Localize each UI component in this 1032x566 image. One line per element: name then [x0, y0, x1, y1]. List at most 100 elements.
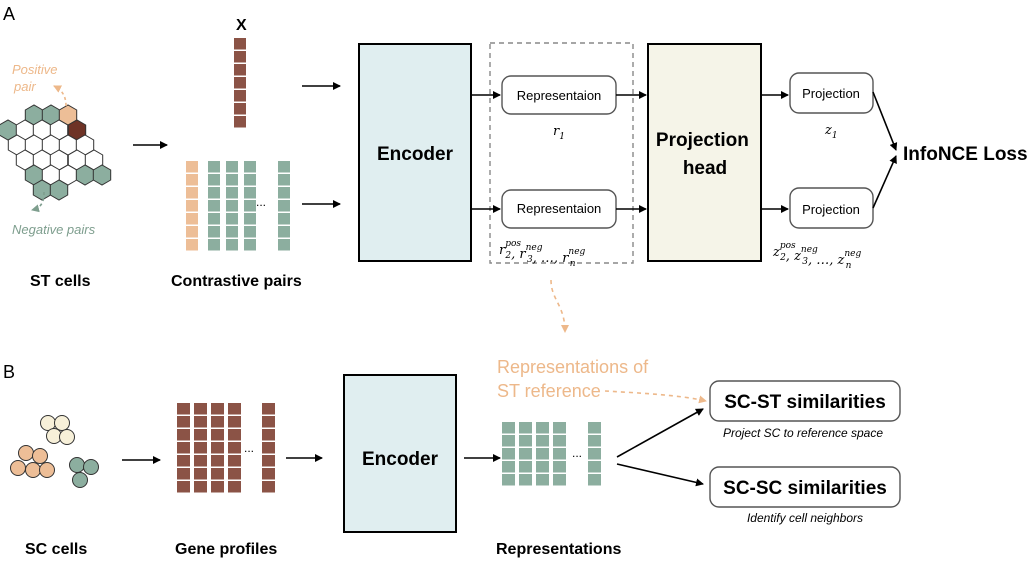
- representation-matrix-cell: [519, 422, 532, 434]
- x-vector-cell: [234, 51, 246, 63]
- pair-matrix-cell: [278, 226, 290, 238]
- pair-matrix-cell: [208, 226, 220, 238]
- st-cell-hexagon: [32, 179, 52, 201]
- representation-matrix-cell: [502, 474, 515, 486]
- formula-subscript: 2: [504, 251, 511, 261]
- x-vector-cell: [234, 77, 246, 89]
- pair-matrix-cell: [208, 213, 220, 225]
- sc-cells-cluster: [10, 415, 99, 488]
- pair-matrix-cell: [244, 226, 256, 238]
- formula-separator: ,: [786, 249, 794, 264]
- pairs-ellipsis: ...: [256, 195, 266, 209]
- representation-box-bottom-label: Representaion: [517, 201, 602, 216]
- representation-matrix-cell: [519, 461, 532, 473]
- gene-matrix-cell: [211, 481, 224, 493]
- gene-matrix-cell: [228, 455, 241, 467]
- gene-matrix-cell: [228, 481, 241, 493]
- formula-superscript: pos: [780, 241, 796, 251]
- representation-matrix-cell: [553, 435, 566, 447]
- arrow-reps-to-sc-sc: [616, 463, 704, 487]
- representation-matrix-cell: [502, 461, 515, 473]
- pair-matrix-cell: [244, 161, 256, 173]
- x-vector-cell: [234, 90, 246, 102]
- formula-subscript: n: [846, 261, 852, 271]
- representation-matrix-cell: [588, 448, 601, 460]
- representation-matrix-cell: [553, 474, 566, 486]
- representation-matrix-cell: [536, 461, 549, 473]
- sc-sc-sublabel: Identify cell neighbors: [747, 511, 863, 525]
- sc-st-label: SC-ST similarities: [724, 392, 886, 413]
- encoder-b-label: Encoder: [362, 449, 439, 470]
- sc-st-box: [709, 380, 901, 422]
- pair-matrix-cell: [226, 226, 238, 238]
- projection-head-box: [647, 43, 762, 262]
- gene-matrix-cell: [211, 403, 224, 415]
- pair-matrix-cell: [186, 161, 198, 173]
- formula-base: r: [519, 247, 526, 262]
- gene-profiles-caption: Gene profiles: [175, 541, 277, 558]
- formula-base: r: [562, 251, 569, 266]
- formula-superscript: neg: [568, 247, 585, 257]
- gene-ellipsis: ...: [244, 441, 254, 455]
- encoder-a-label: Encoder: [377, 144, 454, 165]
- encoder-b-box: [343, 374, 457, 533]
- arrow-proj-top-to-loss: [872, 91, 898, 151]
- st-reference-arrow: [604, 390, 707, 404]
- gene-matrix-cell: [194, 455, 207, 467]
- representation-matrix-cell: [536, 474, 549, 486]
- st-cell-hexagon: [75, 164, 95, 186]
- r1-label: r1: [553, 124, 565, 142]
- pair-matrix-cell: [244, 187, 256, 199]
- contrastive-pairs-matrix: [186, 161, 290, 251]
- gene-matrix-cell: [262, 481, 275, 493]
- representation-matrix-cell: [536, 435, 549, 447]
- gene-matrix-cell: [262, 468, 275, 480]
- representation-matrix-cell: [588, 422, 601, 434]
- sc-cell-circle: [59, 429, 75, 445]
- representation-matrix-cell: [588, 474, 601, 486]
- representation-matrix-cell: [502, 435, 515, 447]
- representation-matrix-cell: [588, 461, 601, 473]
- representation-container: [489, 42, 634, 264]
- infonce-loss-label: InfoNCE Loss: [903, 144, 1028, 165]
- x-vector-cell: [234, 64, 246, 76]
- pair-matrix-cell: [226, 187, 238, 199]
- pair-matrix-cell: [226, 200, 238, 212]
- gene-matrix-cell: [228, 442, 241, 454]
- gene-matrix-cell: [194, 429, 207, 441]
- sc-sc-box: [709, 466, 901, 508]
- representation-matrix-cell: [553, 448, 566, 460]
- formula-superscript: neg: [801, 245, 818, 255]
- pair-matrix-cell: [278, 200, 290, 212]
- formula-subscript: 3: [527, 255, 533, 265]
- gene-matrix-cell: [262, 416, 275, 428]
- formula-ellipsis: , …,: [808, 253, 838, 268]
- gene-matrix-cell: [262, 442, 275, 454]
- gene-matrix-cell: [262, 455, 275, 467]
- x-vector-cell: [234, 38, 246, 50]
- x-vector-cell: [234, 116, 246, 128]
- positive-pair-label: Positive pair: [12, 62, 61, 94]
- representation-matrix-cell: [553, 422, 566, 434]
- pair-matrix-cell: [244, 174, 256, 186]
- arrow-proj-bottom-to-loss: [872, 155, 897, 209]
- pair-matrix-cell: [186, 213, 198, 225]
- encoder-a-box: [358, 43, 472, 262]
- pair-matrix-cell: [244, 200, 256, 212]
- gene-matrix-cell: [262, 403, 275, 415]
- formula-base: z: [793, 249, 801, 264]
- sc-cells-caption: SC cells: [25, 541, 87, 558]
- sc-cell-circle: [54, 415, 70, 431]
- projection-box-top-label: Projection: [802, 86, 860, 101]
- gene-matrix-cell: [228, 429, 241, 441]
- sc-cell-circle: [39, 462, 55, 478]
- pair-matrix-cell: [226, 174, 238, 186]
- gene-matrix-cell: [211, 416, 224, 428]
- gene-matrix-cell: [211, 455, 224, 467]
- rep-ellipsis: ...: [572, 446, 582, 460]
- negative-pairs-label: Negative pairs: [12, 222, 96, 237]
- gene-matrix-cell: [262, 429, 275, 441]
